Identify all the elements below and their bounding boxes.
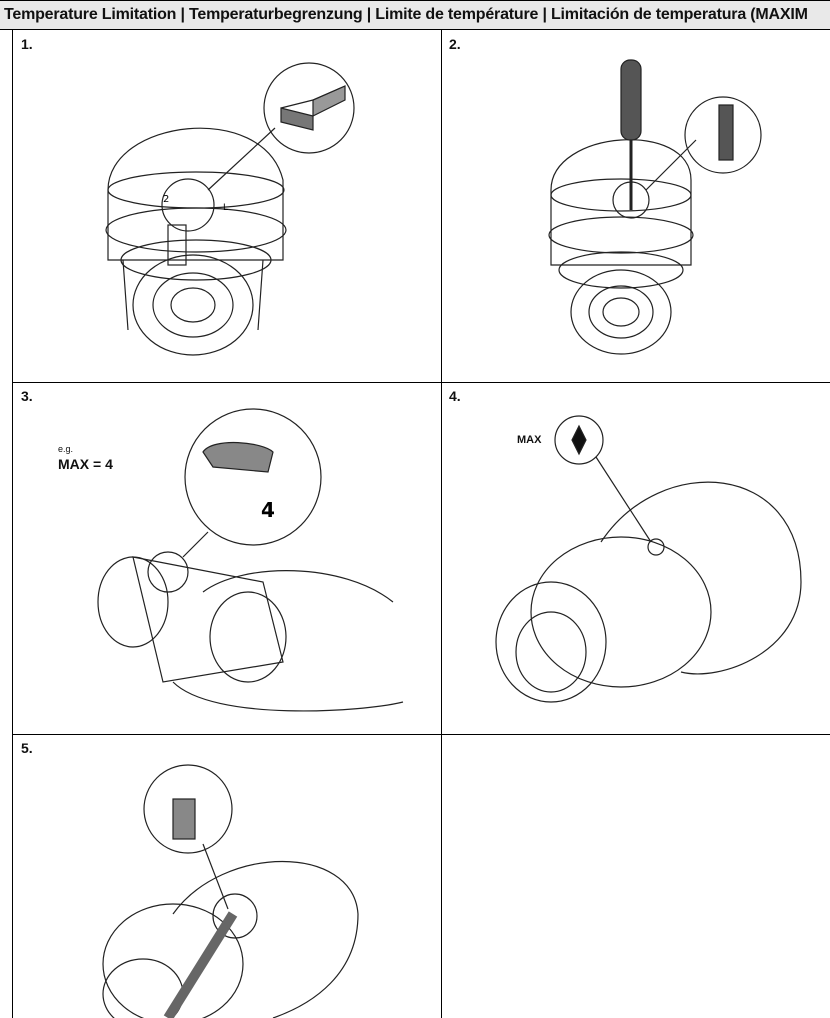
- step-number: 1.: [21, 36, 33, 52]
- step-1-panel: 1. 2 L: [12, 30, 442, 383]
- step-5-panel: 5.: [12, 734, 442, 1018]
- max-position-illustration: [495, 415, 802, 703]
- svg-text:L: L: [223, 203, 228, 213]
- step-number: 3.: [21, 388, 33, 404]
- step-number: 5.: [21, 740, 33, 756]
- screwdriver-inserting-clip-illustration: [102, 764, 359, 1018]
- example-max-value: MAX = 4: [58, 456, 113, 472]
- instruction-grid: 1. 2 L: [0, 30, 830, 1018]
- step-4-panel: 4. MAX: [441, 382, 830, 735]
- step-number: 4.: [449, 388, 461, 404]
- empty-panel: [441, 734, 830, 1018]
- page-header: Temperature Limitation | Temperaturbegre…: [0, 0, 830, 30]
- hand-setting-dial-illustration: 4: [97, 408, 404, 712]
- step-2-panel: 2.: [441, 30, 830, 383]
- max-label: MAX: [517, 434, 542, 446]
- page-title: Temperature Limitation | Temperaturbegre…: [4, 6, 808, 23]
- dial-number: 4: [261, 498, 275, 522]
- step-3-panel: 3. e.g. MAX = 4 4: [12, 382, 442, 735]
- screwdriver-removing-clip-illustration: [548, 59, 762, 355]
- thermostat-head-limit-clip-illustration: 2 L: [105, 62, 355, 356]
- example-prefix: e.g.: [58, 444, 74, 454]
- step-number: 2.: [449, 36, 461, 52]
- svg-text:2: 2: [163, 194, 169, 205]
